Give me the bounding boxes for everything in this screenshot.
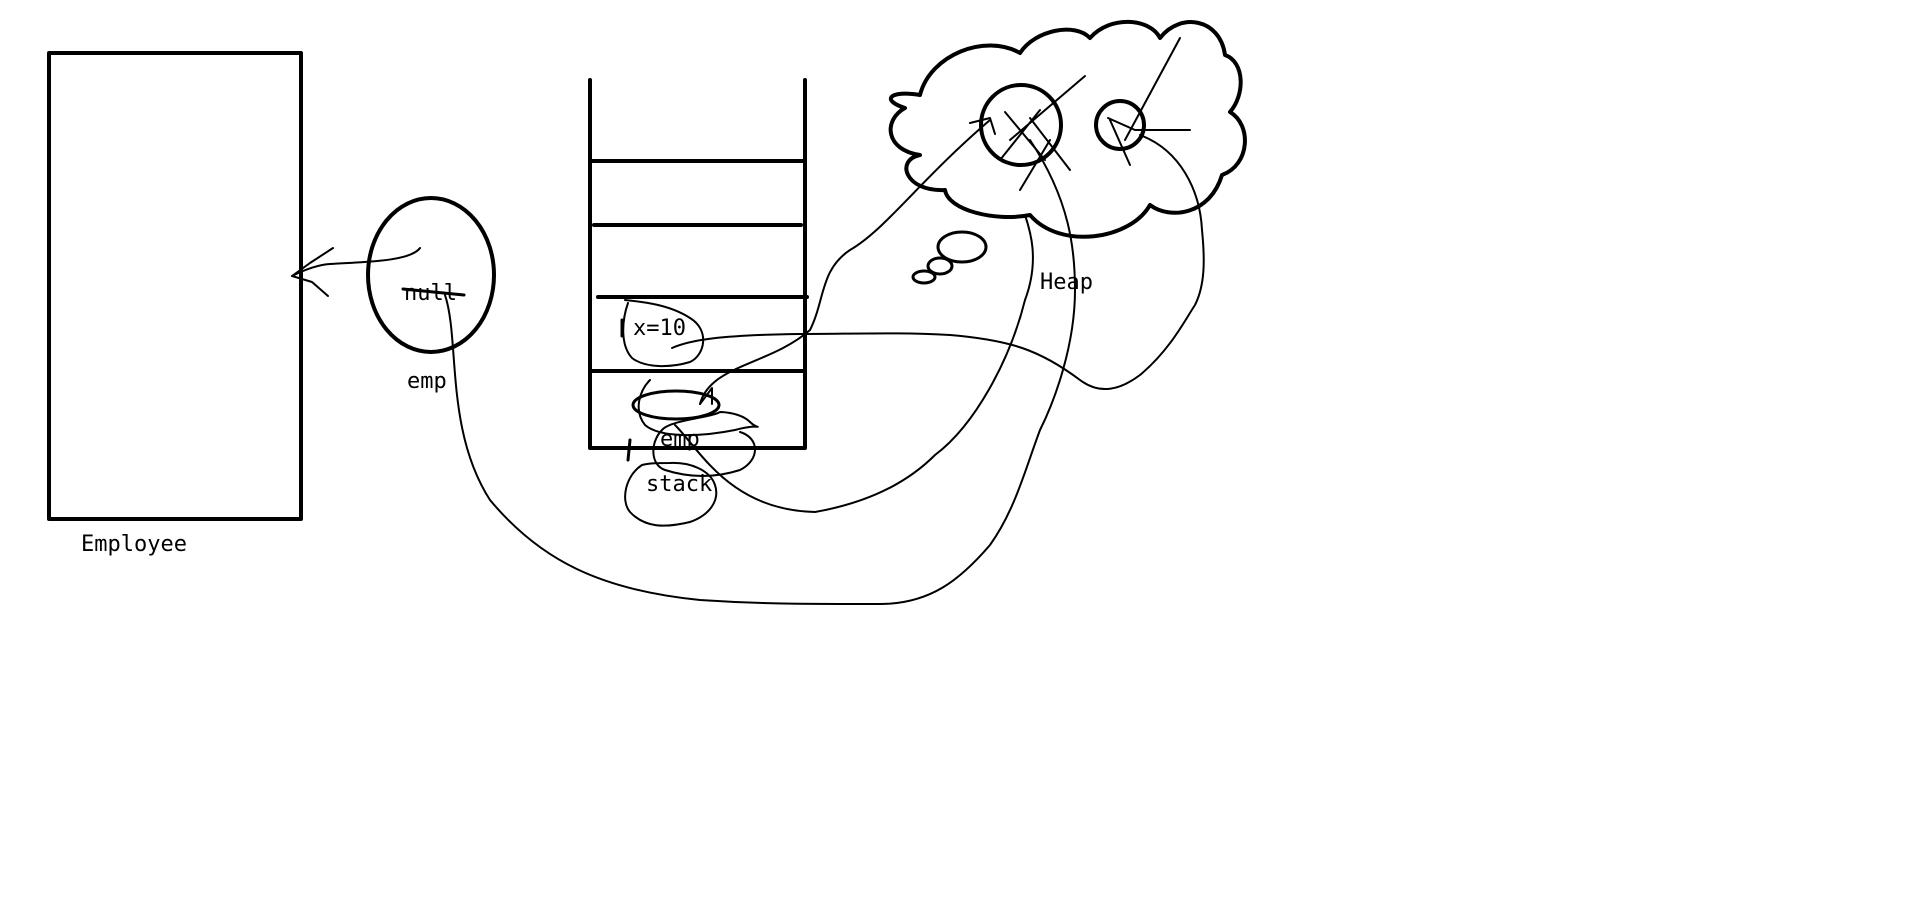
employee-label: Employee [81,532,187,557]
stack-to-heap-loop-line [674,214,1034,513]
thought-bubble-medium [926,256,954,276]
emp-stack-arrowhead [699,387,713,405]
thought-bubble-small [911,269,937,285]
heap-object-2 [1094,99,1146,151]
emp-stack-to-heap-line [699,119,991,405]
emp-to-employee-arrowhead [291,247,334,297]
stack-label: stack [646,472,712,497]
x-to-heap-object-2-line [671,134,1205,391]
heap-object-1-arrowhead [969,117,996,135]
emp-reference-label: emp [407,369,447,394]
emp-to-employee-arrow [291,247,421,277]
stack-frame [588,78,809,450]
heap-object-1 [979,83,1063,167]
emp-stack-scribble [637,379,759,477]
heap-object-1-cross [999,75,1086,191]
emp-to-heap-object-line [444,139,1076,605]
x-value-label: x=10 [633,316,686,341]
heap-cloud [888,19,1247,239]
thought-bubble-large [936,230,988,264]
emp-stack-tick [626,438,632,462]
emp-stack-oval [631,389,721,421]
x-scribble [622,299,705,368]
stack-scribble [624,461,718,527]
null-strikethrough [401,287,466,297]
emp-reference-oval [366,196,496,354]
employee-box [47,51,303,521]
heap-label: Heap [1040,270,1093,295]
heap-object-2-cross [1107,37,1191,166]
